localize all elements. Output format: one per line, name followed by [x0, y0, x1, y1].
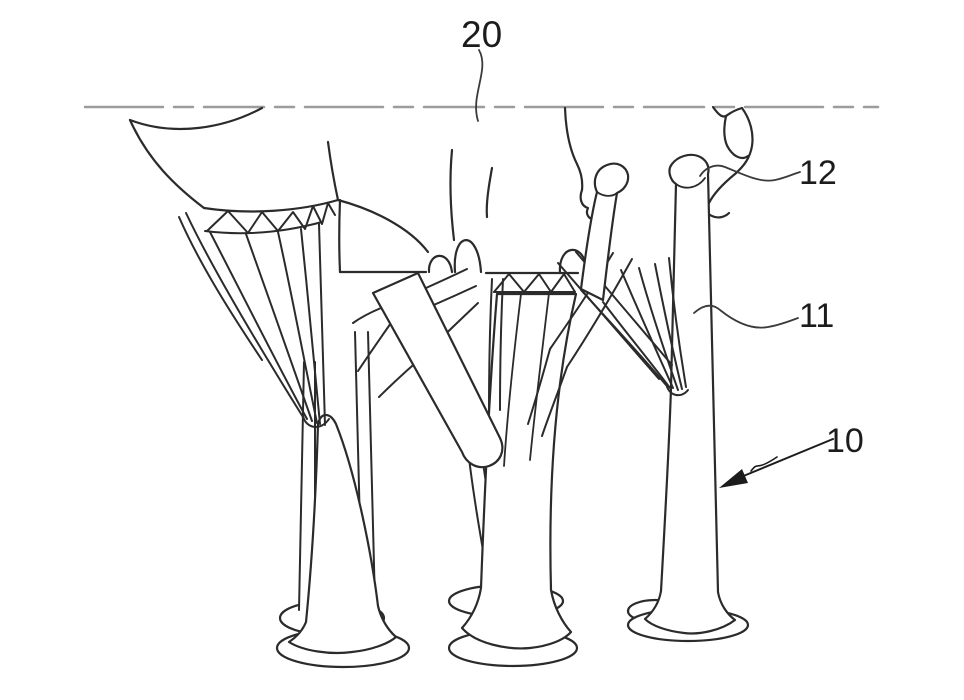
block-a-left-edge: [338, 198, 342, 274]
right-nail-fan: [580, 257, 689, 397]
body-bottom-curve: [336, 198, 430, 254]
nail-head-face: [675, 177, 706, 189]
ref-label-20: 20: [461, 14, 502, 55]
left-fan-zigzag: [206, 202, 336, 234]
left-fan-tip: [302, 415, 330, 428]
body-bottom-rail: [202, 198, 340, 213]
right-fan-tip: [665, 382, 689, 397]
dome-2: [453, 239, 483, 274]
body-blob-outer: [706, 106, 754, 219]
tissue-body: [128, 105, 754, 275]
left-fan-rail: [204, 221, 323, 235]
arrow-10-line: [740, 438, 834, 478]
front-leg-middle: [460, 273, 578, 650]
ref-label-11: 11: [799, 297, 834, 335]
leader-11: [693, 304, 799, 329]
body-inner-curve-1: [326, 140, 340, 202]
body-crescent-top: [128, 106, 264, 130]
leader-12: [699, 164, 801, 182]
tilted-nail: [579, 162, 630, 302]
left-nail-fan: [178, 202, 336, 428]
leader-20: [475, 49, 484, 122]
arrow-10-head: [719, 469, 748, 488]
diagonal-nail: [371, 271, 504, 469]
arrow-10-break: [750, 456, 778, 472]
body-inner-curve-3: [485, 166, 494, 219]
body-inner-curve-2: [449, 148, 456, 242]
right-nail: [643, 153, 737, 635]
ref-label-10: 10: [826, 422, 864, 460]
crown-zigzag: [493, 273, 576, 293]
ref-label-12: 12: [799, 154, 837, 192]
body-blob-notch: [711, 105, 744, 118]
dome-1: [427, 254, 454, 274]
body-right-edge: [563, 106, 584, 192]
reference-annotations: 20 12 11 10: [461, 14, 864, 488]
front-leg-left: [287, 413, 398, 655]
body-crescent-left: [128, 118, 206, 210]
body-blob-inner: [723, 114, 750, 160]
